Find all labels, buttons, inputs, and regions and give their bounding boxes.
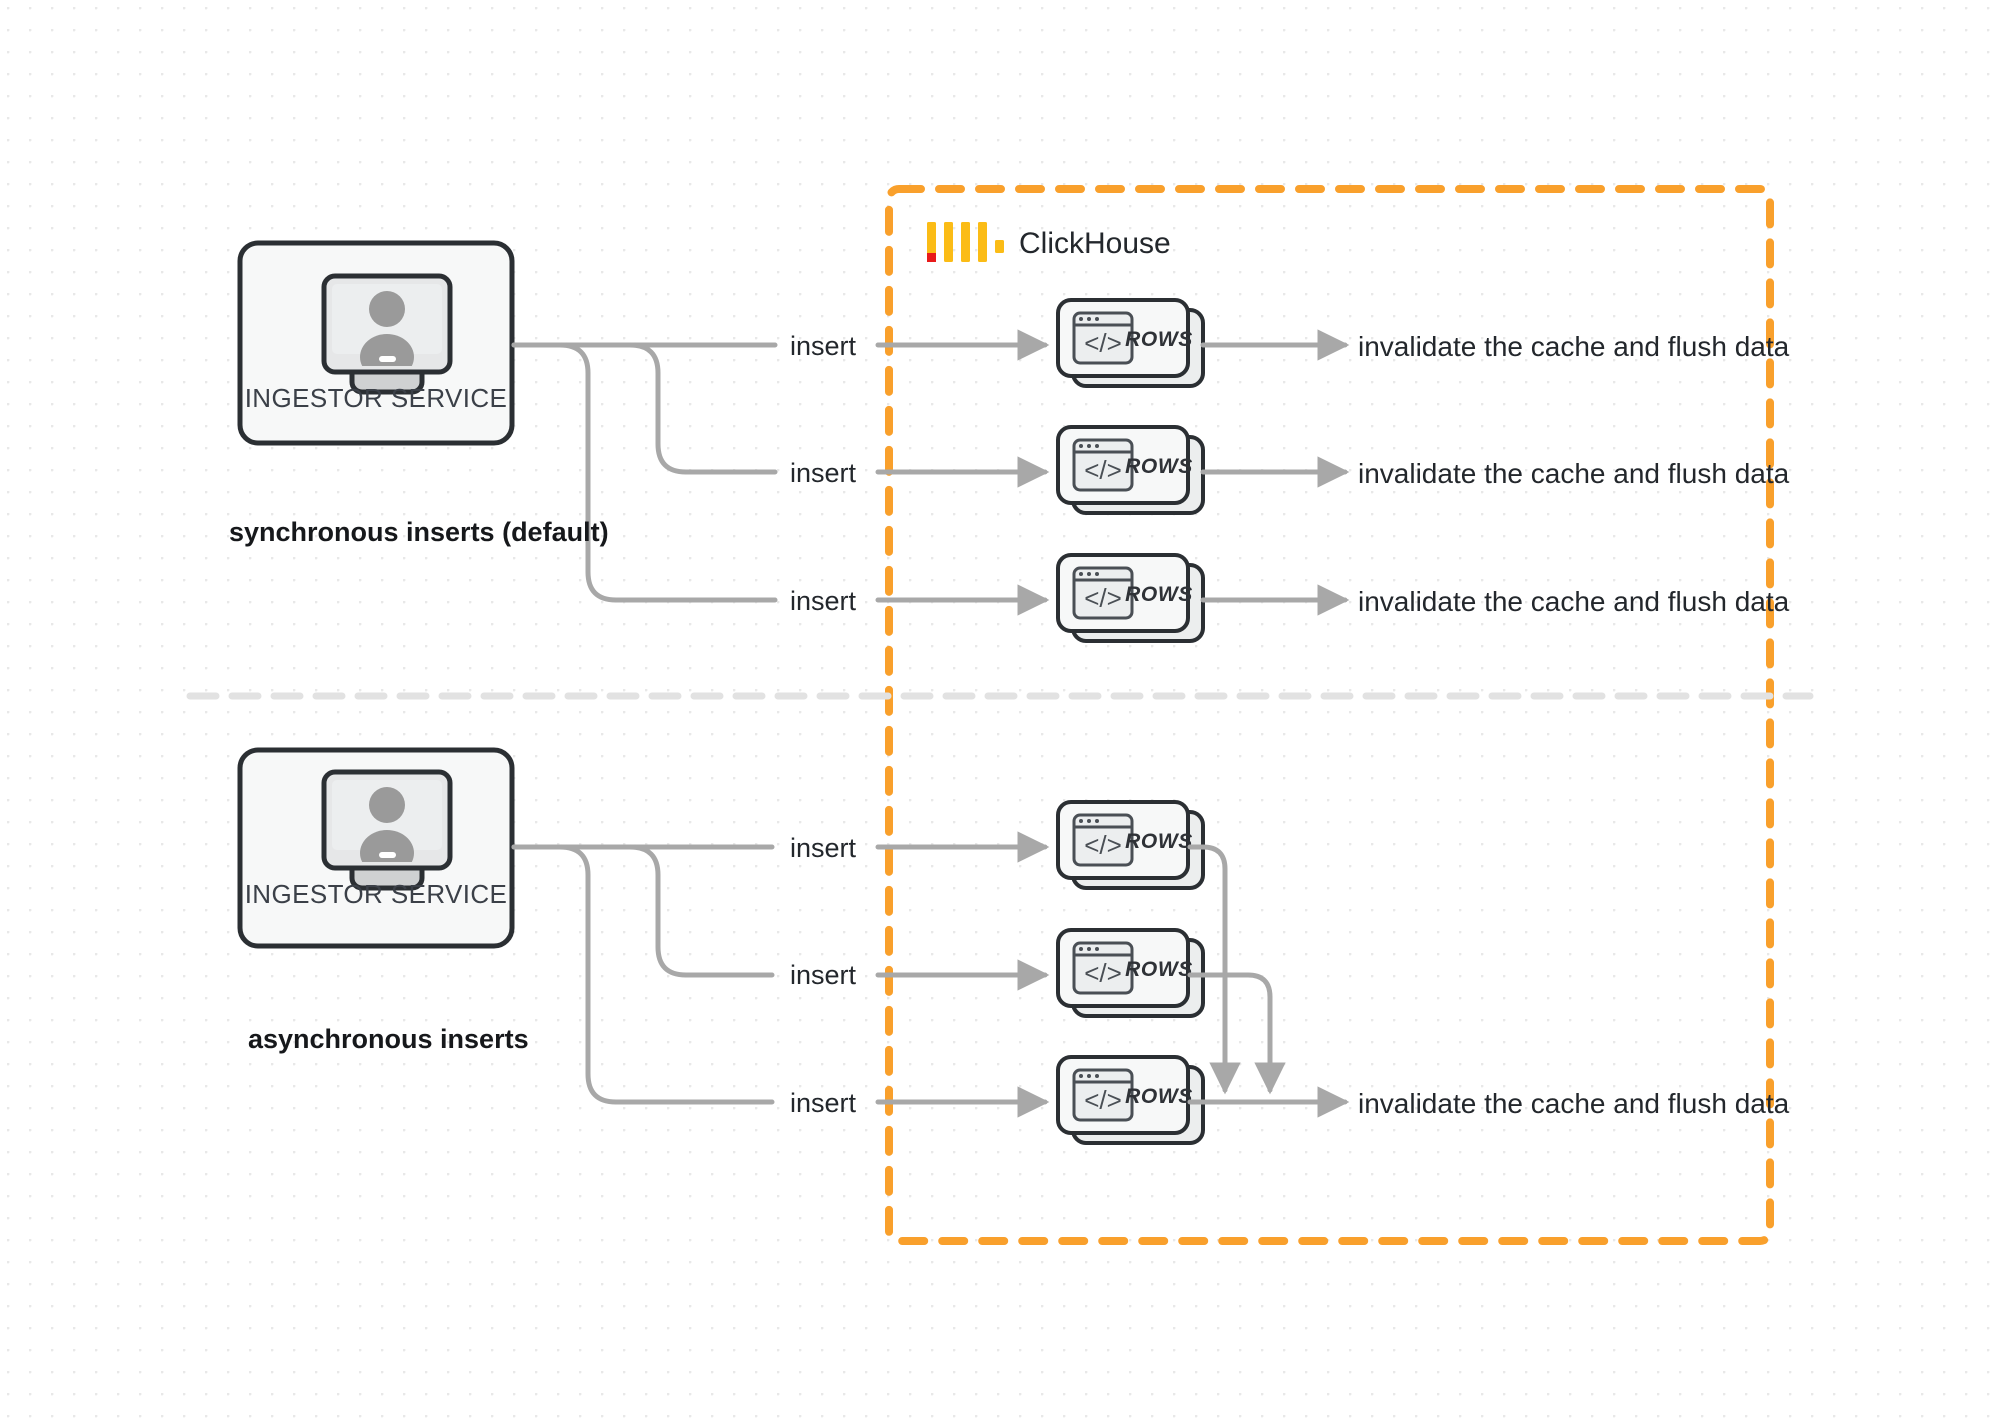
rows-card-sync-3[interactable]: </> ROWS bbox=[1056, 553, 1205, 643]
rows-card-sync-3-label: ROWS bbox=[1125, 583, 1193, 606]
flow-async-merge-1 bbox=[1187, 844, 1241, 1095]
flow-async-branch-3 bbox=[511, 844, 775, 1105]
svg-text:</>: </> bbox=[1084, 1085, 1122, 1115]
code-window-icon: </> bbox=[1072, 438, 1134, 492]
rows-card-async-1[interactable]: </> ROWS bbox=[1056, 800, 1205, 890]
sink-label-sync-3: invalidate the cache and flush data bbox=[1358, 586, 1790, 617]
rows-card-async-3-label: ROWS bbox=[1125, 1085, 1193, 1108]
code-window-icon: </> bbox=[1072, 566, 1134, 620]
svg-text:</>: </> bbox=[1084, 583, 1122, 613]
ingestor-service-async[interactable]: INGESTOR SERVICE bbox=[237, 747, 515, 949]
rows-card-async-3[interactable]: </> ROWS bbox=[1056, 1055, 1205, 1145]
insert-label-sync-2: insert bbox=[790, 458, 857, 488]
sink-label-sync-2: invalidate the cache and flush data bbox=[1358, 458, 1790, 489]
section-synchronous: INGESTOR SERVICE insert insert insert bbox=[229, 240, 1790, 643]
rows-card-sync-1[interactable]: </> ROWS bbox=[1056, 298, 1205, 388]
flow-async-branch-2 bbox=[511, 844, 775, 978]
section-asynchronous: INGESTOR SERVICE insert insert insert bbox=[237, 747, 1790, 1145]
insert-label-sync-3: insert bbox=[790, 586, 857, 616]
flow-sync-branch-3 bbox=[511, 342, 778, 603]
svg-text:</>: </> bbox=[1084, 455, 1122, 485]
sink-label-async: invalidate the cache and flush data bbox=[1358, 1088, 1790, 1119]
section-label-asynchronous: asynchronous inserts bbox=[248, 1024, 529, 1054]
section-label-synchronous: synchronous inserts (default) bbox=[229, 517, 609, 547]
clickhouse-logo-icon bbox=[927, 222, 1004, 262]
clickhouse-boundary bbox=[885, 185, 1774, 1245]
ingestor-service-sync[interactable]: INGESTOR SERVICE bbox=[237, 240, 515, 446]
svg-text:</>: </> bbox=[1084, 830, 1122, 860]
rows-card-sync-1-label: ROWS bbox=[1125, 328, 1193, 351]
svg-text:</>: </> bbox=[1084, 958, 1122, 988]
clickhouse-brand-label: ClickHouse bbox=[1019, 227, 1171, 260]
insert-label-async-2: insert bbox=[790, 960, 857, 990]
rows-card-sync-2[interactable]: </> ROWS bbox=[1056, 425, 1205, 515]
code-window-icon: </> bbox=[1072, 813, 1134, 867]
monitor-user-icon bbox=[321, 769, 453, 891]
insert-label-async-3: insert bbox=[790, 1088, 857, 1118]
rows-card-sync-2-label: ROWS bbox=[1125, 455, 1193, 478]
sink-label-sync-1: invalidate the cache and flush data bbox=[1358, 331, 1790, 362]
code-window-icon: </> bbox=[1072, 311, 1134, 365]
insert-label-sync-1: insert bbox=[790, 331, 857, 361]
insert-label-async-1: insert bbox=[790, 833, 857, 863]
svg-text:</>: </> bbox=[1084, 328, 1122, 358]
flow-sync-branch-2 bbox=[511, 342, 778, 475]
code-window-icon: </> bbox=[1072, 941, 1134, 995]
rows-card-async-1-label: ROWS bbox=[1125, 830, 1193, 853]
ingestor-service-sync-label: INGESTOR SERVICE bbox=[245, 383, 508, 413]
rows-card-async-2[interactable]: </> ROWS bbox=[1056, 928, 1205, 1018]
ingestor-service-async-label: INGESTOR SERVICE bbox=[245, 879, 508, 909]
code-window-icon: </> bbox=[1072, 1068, 1134, 1122]
rows-card-async-2-label: ROWS bbox=[1125, 958, 1193, 981]
flow-async-merge-2 bbox=[1187, 972, 1286, 1095]
monitor-user-icon bbox=[321, 273, 453, 395]
